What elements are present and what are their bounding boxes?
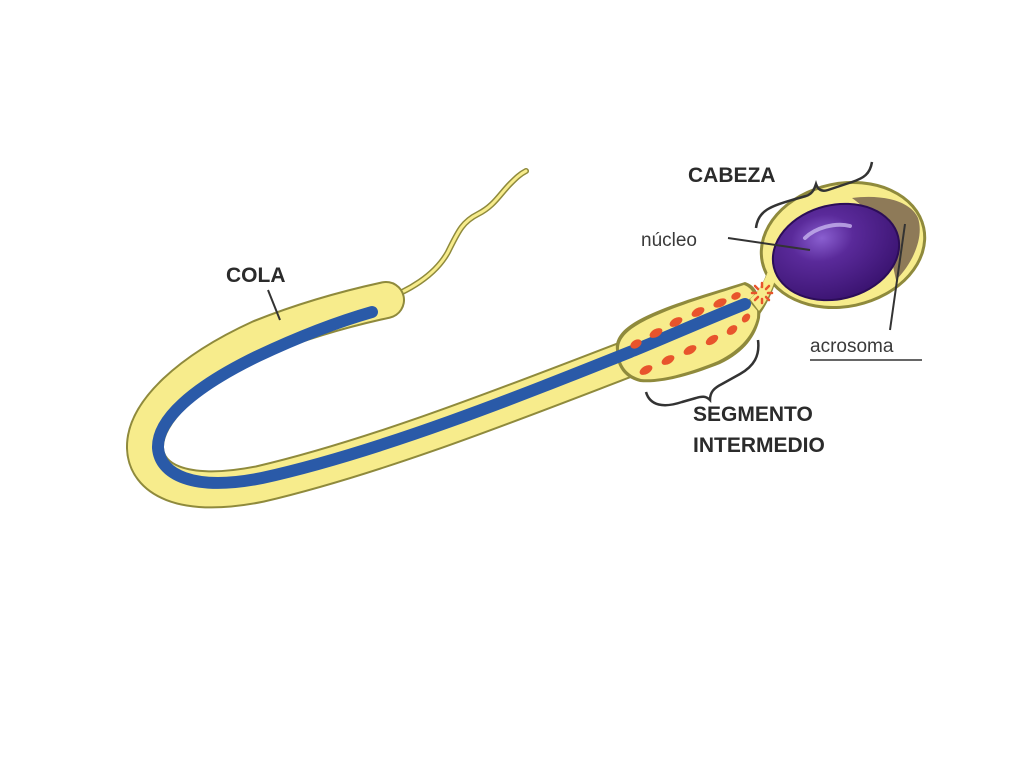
label-midpiece-line1: SEGMENTO <box>693 403 813 426</box>
axoneme <box>152 298 751 489</box>
acrosome-leader-line <box>889 223 906 331</box>
head-brace <box>754 161 874 229</box>
centriole <box>750 281 774 305</box>
label-head: CABEZA <box>688 164 776 187</box>
tail-leader-line <box>267 289 281 321</box>
tail-endpiece-fill <box>370 169 528 306</box>
nucleus-leader-line <box>727 237 811 251</box>
nucleus-highlight <box>803 222 852 240</box>
nucleus <box>771 202 901 302</box>
label-acrosome: acrosoma <box>810 336 894 357</box>
label-midpiece-line2: INTERMEDIO <box>693 434 825 457</box>
label-nucleus: núcleo <box>641 230 697 251</box>
mitochondria <box>630 292 751 375</box>
tail-membrane <box>128 283 647 507</box>
midpiece-brace <box>644 339 760 407</box>
label-tail: COLA <box>226 264 286 287</box>
